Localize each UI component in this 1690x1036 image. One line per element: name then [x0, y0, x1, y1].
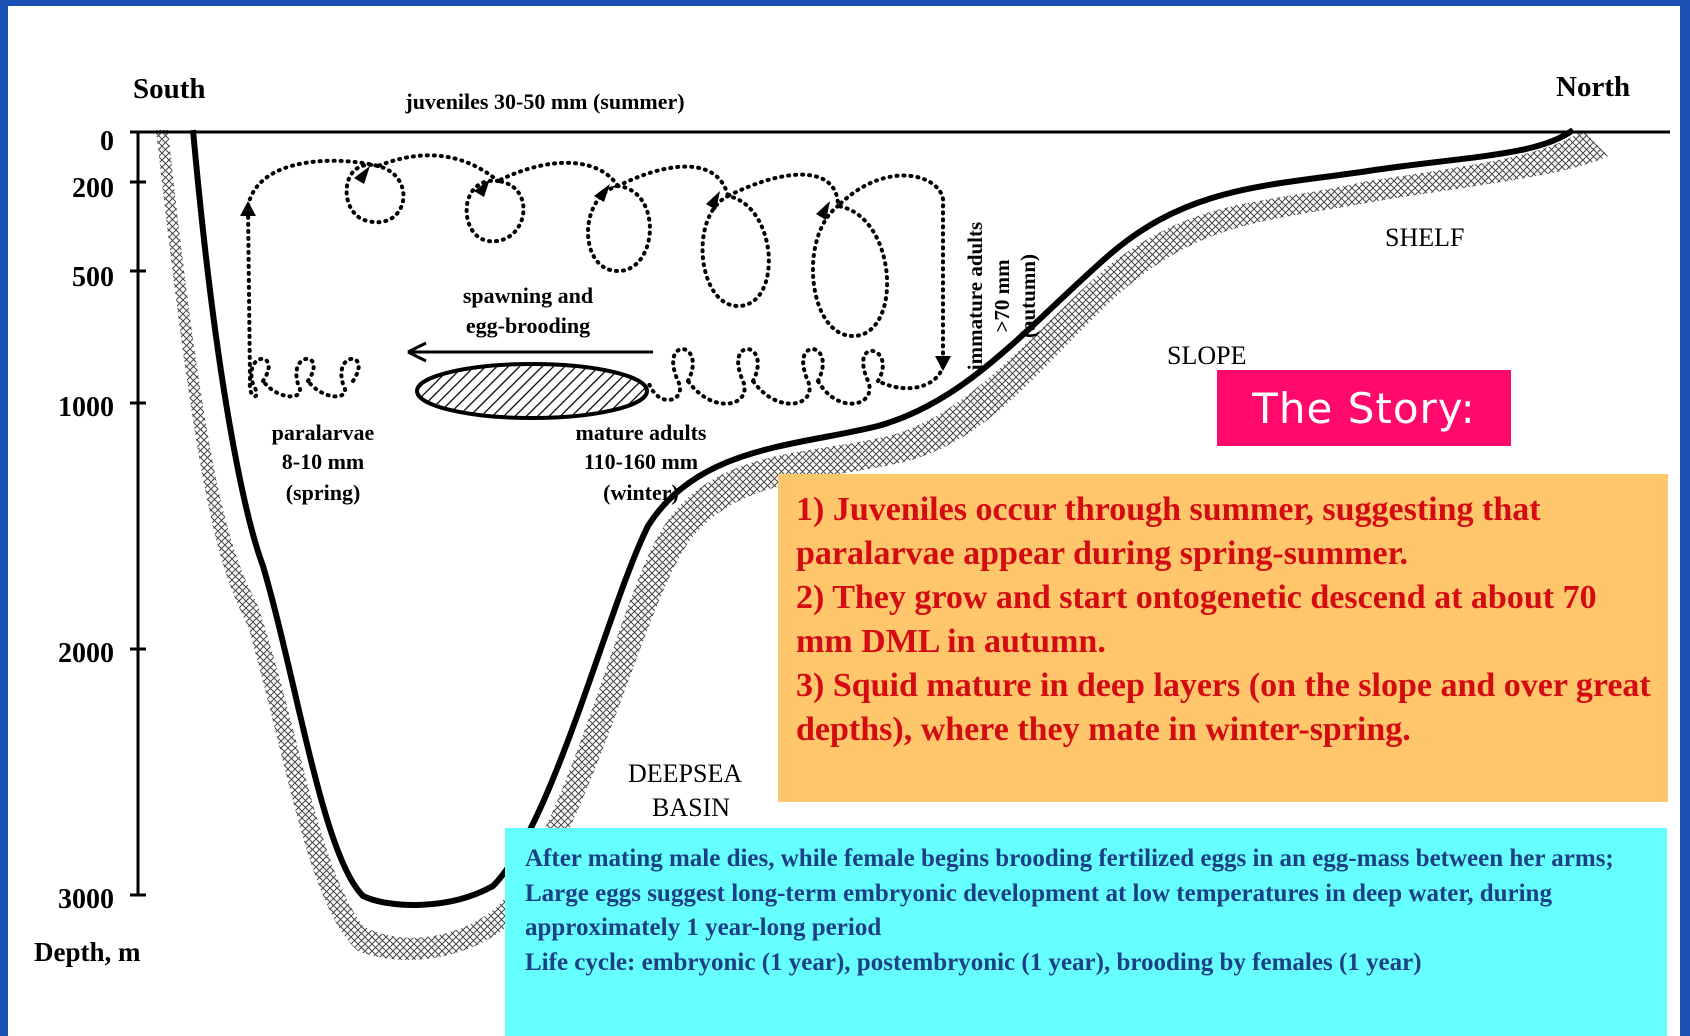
label-spawning: spawning and: [463, 283, 593, 308]
zone-shelf: SHELF: [1385, 223, 1464, 252]
note-1: After mating male dies, while female beg…: [525, 842, 1653, 877]
tick-label-0: 0: [100, 126, 114, 157]
label-juveniles: juveniles 30-50 mm (summer): [404, 89, 684, 114]
tick-label-3000: 3000: [58, 884, 114, 915]
label-paralarvae: paralarvae: [272, 420, 375, 445]
label-mature: mature adults: [576, 420, 707, 445]
zone-slope: SLOPE: [1167, 341, 1246, 370]
zone-deepsea: DEEPSEA: [628, 759, 742, 788]
tick-label-200: 200: [72, 173, 114, 204]
label-paralarvae-size: 8-10 mm: [282, 449, 364, 474]
story-point-1: 1) Juveniles occur through summer, sugge…: [796, 488, 1652, 576]
label-immature: immature adults: [963, 222, 987, 370]
tick-label-500: 500: [72, 262, 114, 293]
label-paralarvae-season: (spring): [286, 480, 361, 505]
label-mature-season: (winter): [603, 480, 679, 505]
zone-basin: BASIN: [652, 793, 730, 822]
story-label: The Story:: [1217, 370, 1511, 446]
note-2: Large eggs suggest long-term embryonic d…: [525, 877, 1653, 946]
notes-box: After mating male dies, while female beg…: [505, 828, 1667, 1036]
life-cycle-path: [248, 155, 943, 403]
label-immature-season: (autumn): [1016, 254, 1040, 338]
label-egg-brooding: egg-brooding: [466, 313, 590, 338]
cycle-arrowheads: [240, 166, 951, 371]
story-point-3: 3) Squid mature in deep layers (on the s…: [796, 664, 1652, 752]
direction-north: North: [1556, 71, 1630, 103]
label-mature-size: 110-160 mm: [584, 449, 698, 474]
egg-mass: [417, 364, 647, 418]
slide: 0 200 500 1000 2000 3000 Depth, m South …: [8, 6, 1680, 1036]
story-point-2: 2) They grow and start ontogenetic desce…: [796, 576, 1652, 664]
axis-title: Depth, m: [34, 937, 141, 967]
tick-label-2000: 2000: [58, 638, 114, 669]
direction-south: South: [133, 73, 206, 105]
note-3: Life cycle: embryonic (1 year), postembr…: [525, 946, 1653, 981]
label-immature-size: >70 mm: [990, 259, 1014, 333]
tick-label-1000: 1000: [58, 392, 114, 423]
story-points-box: 1) Juveniles occur through summer, sugge…: [778, 474, 1668, 802]
